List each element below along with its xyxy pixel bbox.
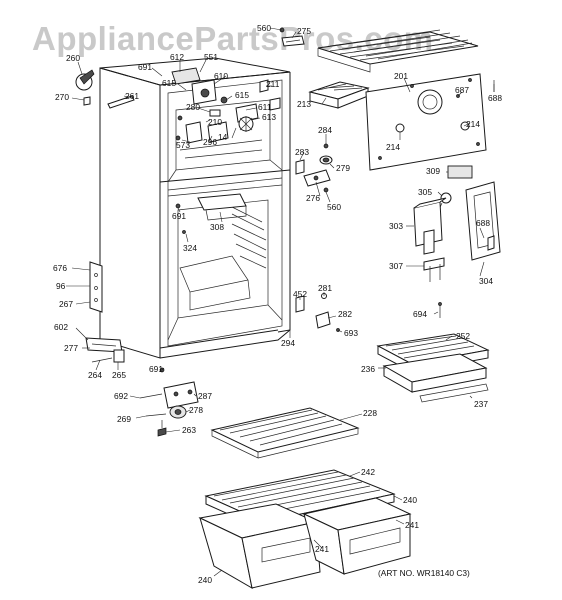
callout-214: 214 <box>466 119 480 129</box>
callout-687: 687 <box>455 85 469 95</box>
misc-small-parts <box>175 193 442 332</box>
callout-692: 692 <box>114 391 128 401</box>
callout-263: 263 <box>182 425 196 435</box>
callout-241: 241 <box>405 520 419 530</box>
freezer-drawer-shelf <box>376 333 490 403</box>
callout-308: 308 <box>210 222 224 232</box>
callout-676: 676 <box>53 263 67 273</box>
callout-303: 303 <box>389 221 403 231</box>
callout-284: 284 <box>318 125 332 135</box>
callout-276: 276 <box>306 193 320 203</box>
callout-694: 694 <box>413 309 427 319</box>
callout-261: 261 <box>125 91 139 101</box>
callout-240-b: 240 <box>198 575 212 585</box>
callout-228: 228 <box>363 408 377 418</box>
callout-14: 14 <box>218 132 228 142</box>
callout-613: 613 <box>262 112 276 122</box>
base-parts <box>85 337 199 437</box>
air-duct-assembly <box>413 181 501 282</box>
callout-201: 201 <box>394 71 408 81</box>
callout-213: 213 <box>297 99 311 109</box>
callout-242: 242 <box>361 467 375 477</box>
callout-688: 688 <box>488 93 502 103</box>
callout-691-c: 691 <box>149 364 163 374</box>
callout-305: 305 <box>418 187 432 197</box>
glass-shelf <box>210 407 360 459</box>
callout-265: 265 <box>112 370 126 380</box>
callout-240: 240 <box>403 495 417 505</box>
callout-211: 211 <box>266 79 280 89</box>
callout-304: 304 <box>479 276 493 286</box>
callout-309: 309 <box>426 166 440 176</box>
callout-96: 96 <box>56 281 66 291</box>
callout-287: 287 <box>198 391 212 401</box>
callout-267: 267 <box>59 299 73 309</box>
callout-275: 275 <box>297 26 311 36</box>
evaporator-rack <box>317 29 479 73</box>
callout-labels: 560 275 612 551 691 260 610 615 270 261 … <box>53 23 502 585</box>
callout-252: 252 <box>456 331 470 341</box>
callout-452: 452 <box>293 289 307 299</box>
top-clips <box>75 27 305 109</box>
callout-324: 324 <box>183 243 197 253</box>
callout-241-b: 241 <box>315 544 329 554</box>
freezer-fan-assembly <box>171 67 281 144</box>
callout-296: 296 <box>203 137 217 147</box>
callout-560: 560 <box>257 23 271 33</box>
callout-281: 281 <box>318 283 332 293</box>
callout-283: 283 <box>295 147 309 157</box>
callout-294: 294 <box>281 338 295 348</box>
callout-615-b: 615 <box>235 90 249 100</box>
watermark-text: AppliancePartsPros.com <box>32 20 434 57</box>
callout-560-b: 560 <box>327 202 341 212</box>
evaporator-cover <box>365 73 495 171</box>
ice-tray <box>308 81 370 109</box>
callout-264: 264 <box>88 370 102 380</box>
callout-270: 270 <box>55 92 69 102</box>
callout-210: 210 <box>208 117 222 127</box>
callout-282: 282 <box>338 309 352 319</box>
callout-278: 278 <box>189 405 203 415</box>
label-plate <box>447 165 473 179</box>
refrigerator-cabinet <box>89 57 291 359</box>
callout-691: 691 <box>138 62 152 72</box>
callout-612: 612 <box>170 52 184 62</box>
callout-611: 611 <box>258 102 272 112</box>
callout-573: 573 <box>176 140 190 150</box>
callout-237: 237 <box>474 399 488 409</box>
crisper-drawers <box>198 497 412 589</box>
callout-688-b: 688 <box>476 218 490 228</box>
callout-691-b: 691 <box>172 211 186 221</box>
callout-279: 279 <box>336 163 350 173</box>
callout-214-b: 214 <box>386 142 400 152</box>
callout-280: 280 <box>186 102 200 112</box>
callout-307: 307 <box>389 261 403 271</box>
callout-610: 610 <box>214 71 228 81</box>
callout-277: 277 <box>64 343 78 353</box>
callout-260: 260 <box>66 53 80 63</box>
art-number-caption: (ART NO. WR18140 C3) <box>378 568 470 578</box>
callout-693: 693 <box>344 328 358 338</box>
callout-615: 615 <box>162 78 176 88</box>
callout-551: 551 <box>204 52 218 62</box>
leader-lines <box>66 27 495 577</box>
callout-269: 269 <box>117 414 131 424</box>
callout-236: 236 <box>361 364 375 374</box>
callout-602: 602 <box>54 322 68 332</box>
